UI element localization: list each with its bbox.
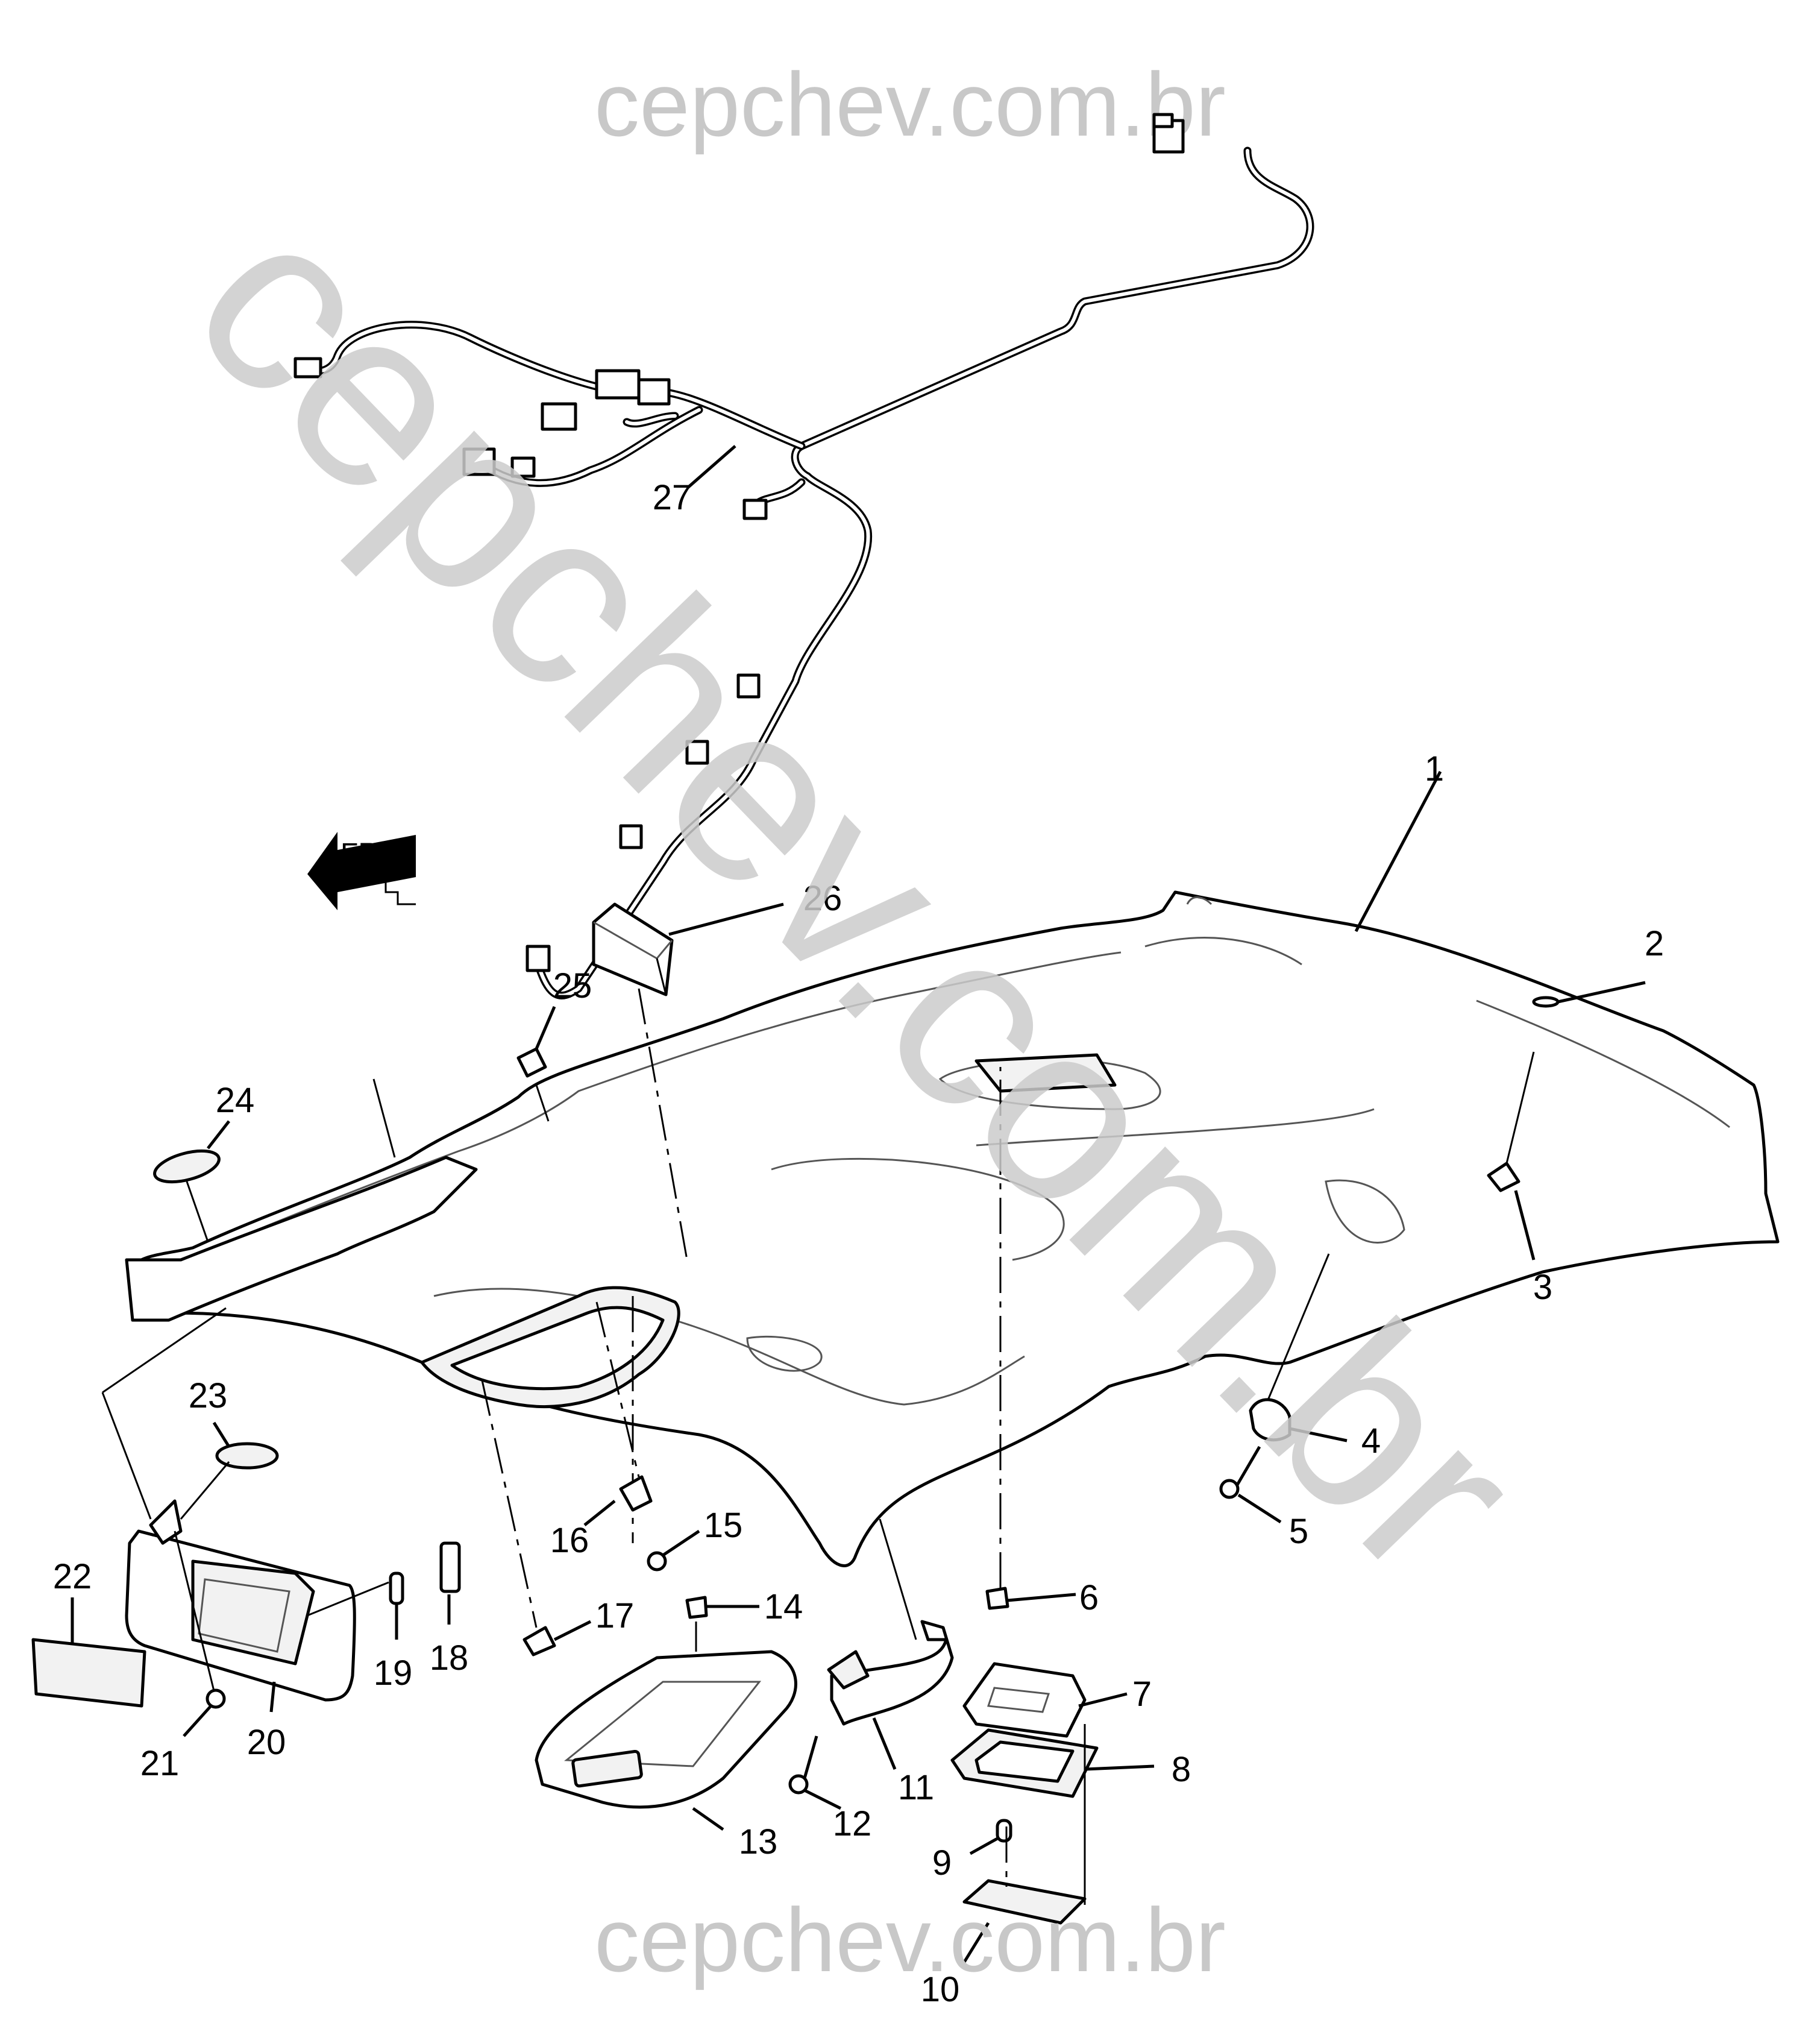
part-15-screw xyxy=(647,1529,700,1572)
part-24-escutcheon xyxy=(101,1120,230,1520)
harness-connector xyxy=(462,447,496,476)
callout-9: 9 xyxy=(932,1843,952,1883)
harness-connector xyxy=(510,456,536,478)
part-9-bulb xyxy=(969,1819,1012,1855)
leader-27 xyxy=(686,445,736,489)
harness-connector xyxy=(742,499,768,520)
frt-label: FRT xyxy=(340,838,396,870)
callout-23: 23 xyxy=(189,1376,228,1415)
harness-clip xyxy=(685,740,709,765)
callout-4: 4 xyxy=(1361,1421,1381,1461)
part-4-hook xyxy=(1249,1253,1348,1443)
part-23-escutcheon xyxy=(180,1421,279,1520)
part-8-lamp-bezel xyxy=(950,1728,1155,1798)
part-26-insulator xyxy=(592,902,784,1260)
part-21-screw xyxy=(174,1531,226,1737)
callout-5: 5 xyxy=(1289,1512,1308,1551)
harness-connector xyxy=(293,357,322,379)
part-25-clip xyxy=(372,1006,556,1158)
part-7-dome-lamp xyxy=(962,1662,1128,1738)
harness-connector xyxy=(595,369,641,400)
callout-27: 27 xyxy=(653,478,692,517)
part-2-clip xyxy=(1532,981,1646,1008)
part-3-push-pin xyxy=(1487,1051,1536,1260)
callout-10: 10 xyxy=(921,1970,960,2009)
sunroof-opening xyxy=(974,1053,1117,1093)
callout-17: 17 xyxy=(595,1596,635,1635)
callout-2: 2 xyxy=(1645,924,1664,963)
harness-connector xyxy=(637,378,671,406)
part-18-visor-clip xyxy=(439,1541,461,1625)
callout-14: 14 xyxy=(764,1587,803,1626)
harness-connector xyxy=(541,402,577,431)
callout-8: 8 xyxy=(1172,1750,1191,1789)
callout-18: 18 xyxy=(430,1638,469,1678)
callout-11: 11 xyxy=(898,1768,934,1807)
part-13-overhead-console xyxy=(535,1296,797,1831)
part-22-label xyxy=(31,1597,146,1708)
part-17-clip xyxy=(481,1380,592,1656)
harness-clip xyxy=(736,673,761,699)
callout-24: 24 xyxy=(216,1081,255,1120)
harness-clip xyxy=(619,824,643,849)
callout-7: 7 xyxy=(1132,1675,1152,1714)
callout-26: 26 xyxy=(803,879,843,918)
callout-19: 19 xyxy=(374,1653,413,1693)
part-12-screw xyxy=(788,1735,842,1810)
callout-21: 21 xyxy=(140,1744,180,1783)
callout-6: 6 xyxy=(1079,1578,1099,1617)
wiring-harness xyxy=(293,113,1314,999)
callout-12: 12 xyxy=(833,1804,872,1843)
callout-25: 25 xyxy=(553,966,592,1005)
part-19-pin xyxy=(389,1572,404,1640)
callout-20: 20 xyxy=(247,1723,286,1762)
harness-connector xyxy=(526,945,551,972)
callout-3: 3 xyxy=(1533,1268,1552,1307)
leader-1 xyxy=(1354,770,1442,933)
part-6-clip xyxy=(985,1067,1076,1610)
callout-16: 16 xyxy=(550,1521,589,1560)
harness-connector-tab xyxy=(1152,113,1174,128)
part-5-screw xyxy=(1219,1446,1282,1524)
watermark-bottom: cepchev.com.br xyxy=(594,1889,1226,1990)
callout-15: 15 xyxy=(704,1506,743,1545)
part-16-bracket xyxy=(583,1301,653,1526)
callouts: 1 2 3 4 5 6 7 8 9 10 11 12 13 14 15 16 1… xyxy=(53,478,1664,2009)
callout-22: 22 xyxy=(53,1557,92,1596)
front-direction-arrow: FRT xyxy=(307,832,416,910)
callout-1: 1 xyxy=(1425,749,1444,788)
callout-13: 13 xyxy=(739,1822,778,1861)
part-10-lens xyxy=(962,1724,1087,1963)
watermark-top: cepchev.com.br xyxy=(594,54,1226,155)
part-11-assist-handle xyxy=(827,1518,954,1770)
part-20-sun-visor xyxy=(125,1499,389,1713)
a-pillar-trim xyxy=(125,1156,478,1322)
part-14-clip xyxy=(685,1596,759,1652)
console-opening-inner xyxy=(450,1306,665,1391)
